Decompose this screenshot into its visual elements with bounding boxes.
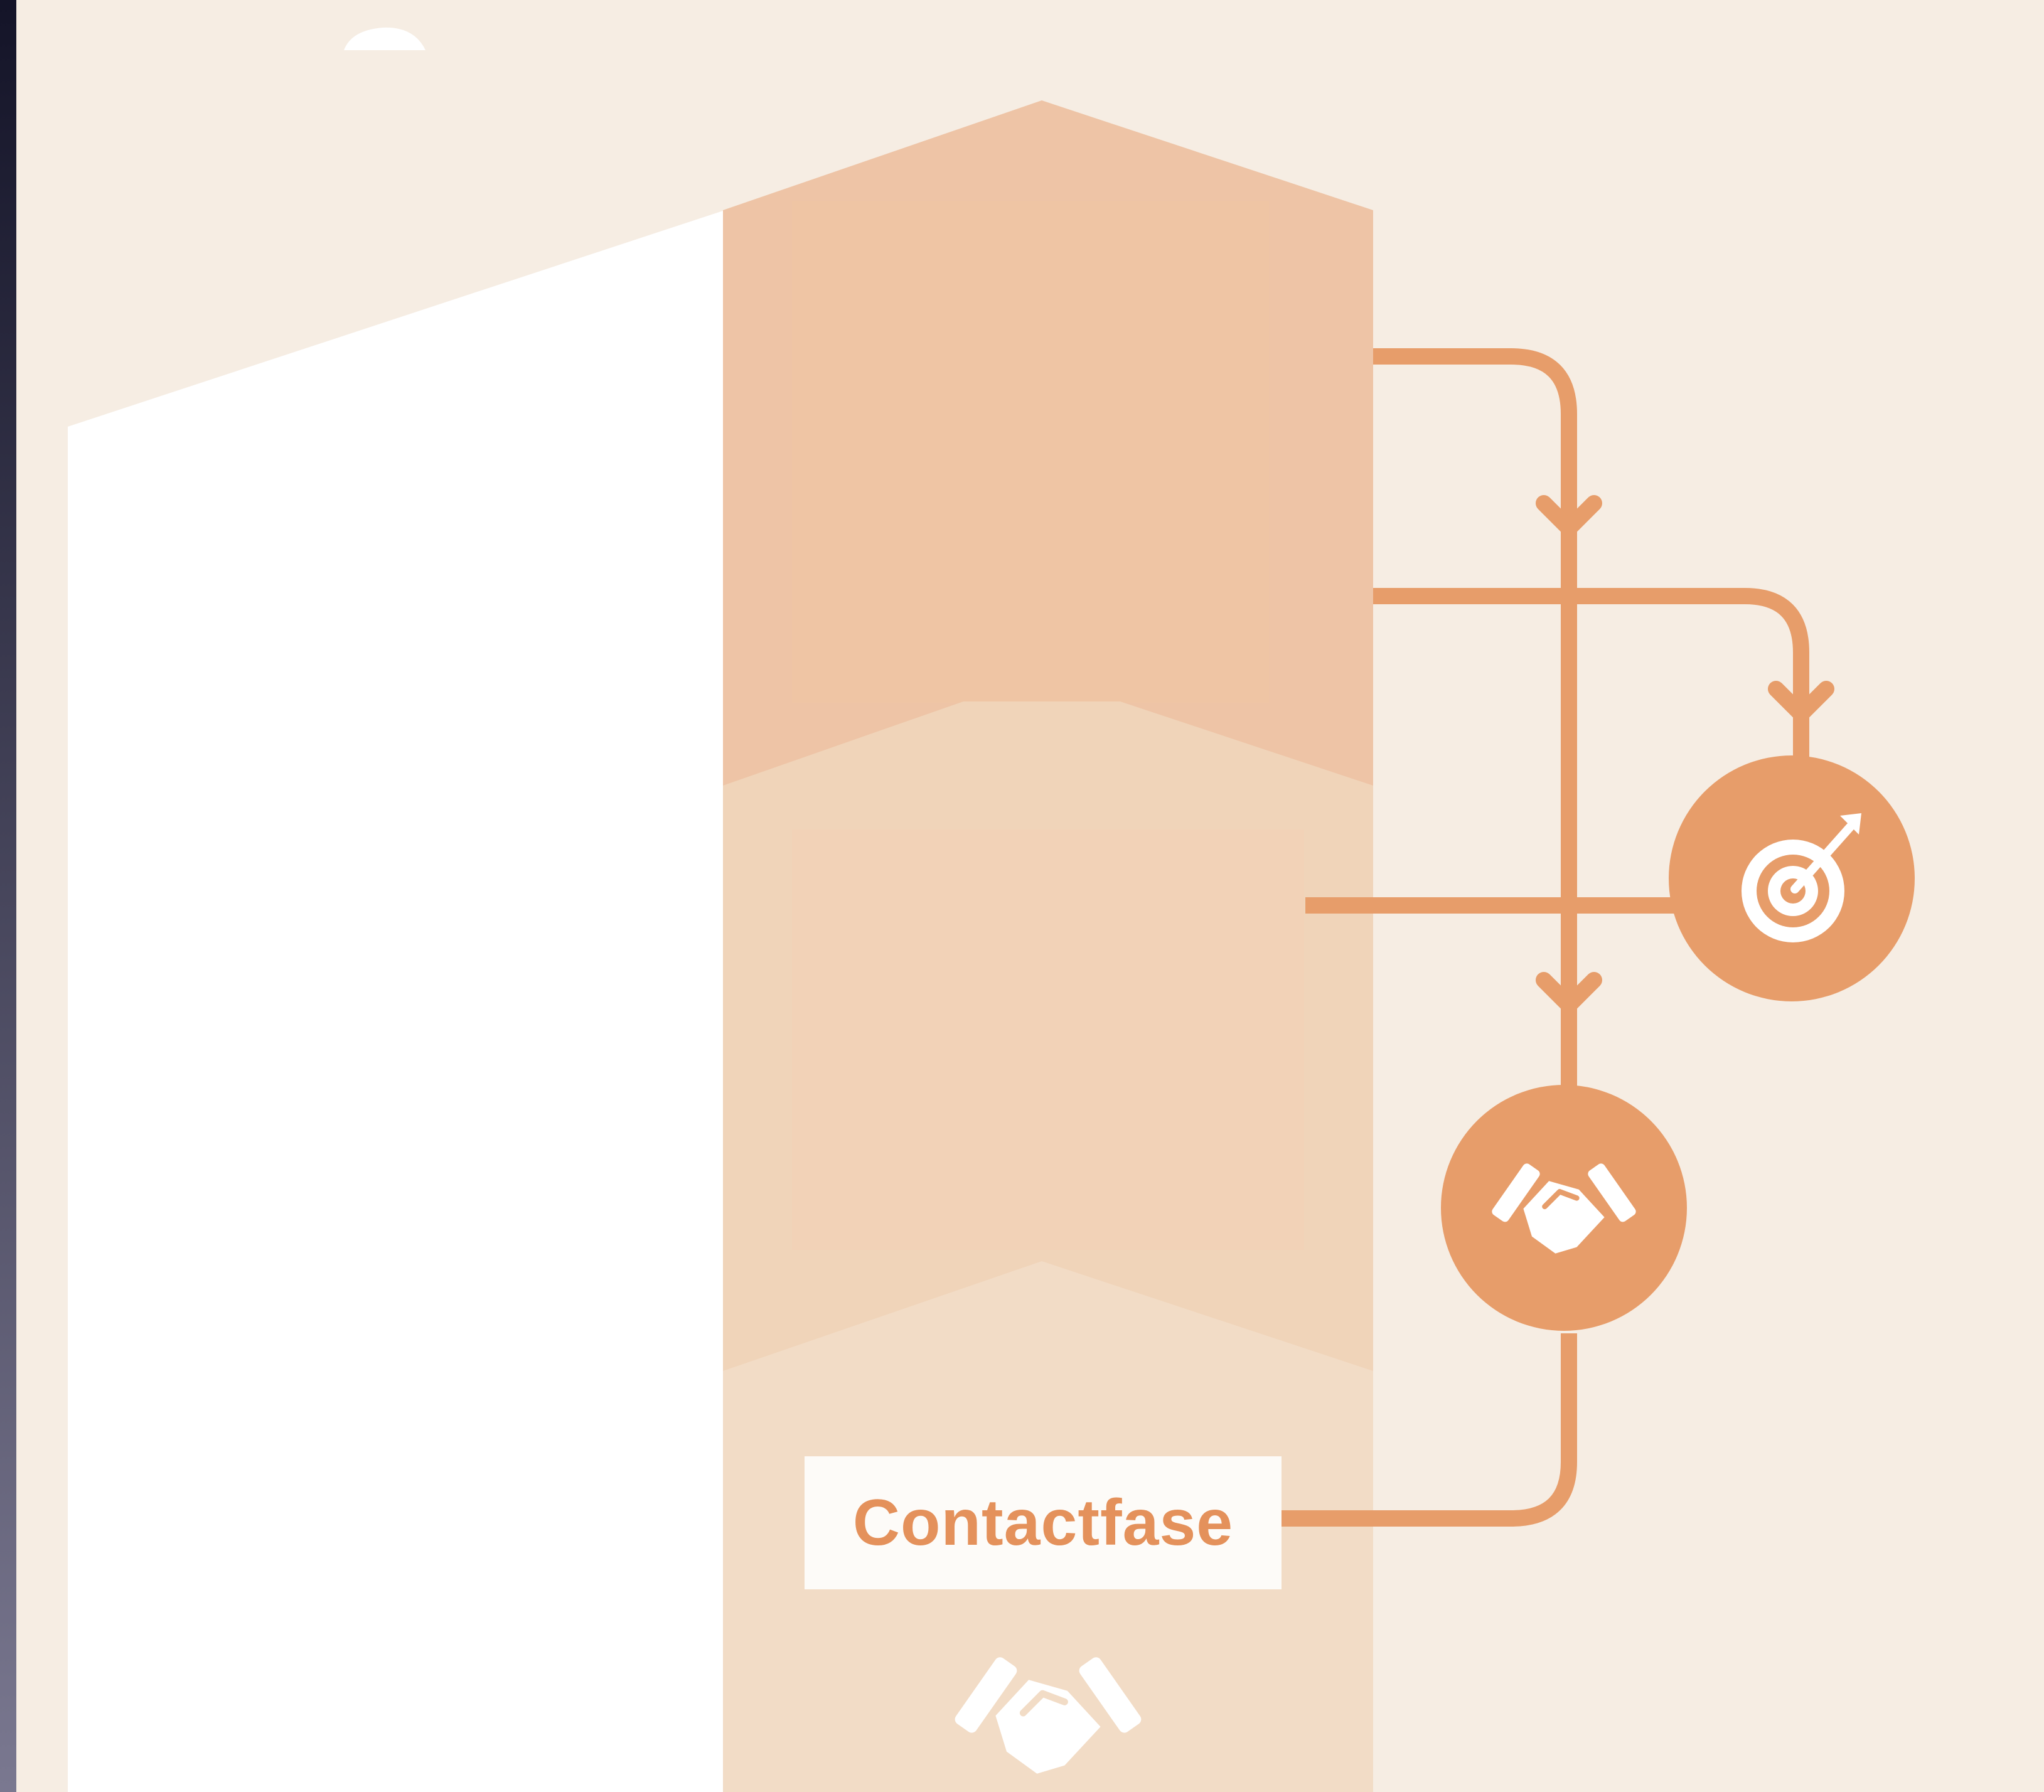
target-node bbox=[1669, 755, 1915, 1001]
contactfase-label: Contactfase bbox=[805, 1456, 1282, 1589]
contactfase-label-text: Contactfase bbox=[853, 1486, 1233, 1560]
stage-top bbox=[723, 100, 1373, 786]
white-panel bbox=[68, 210, 725, 1792]
left-edge-shade bbox=[0, 0, 16, 1792]
handshake-node bbox=[1441, 1085, 1687, 1331]
